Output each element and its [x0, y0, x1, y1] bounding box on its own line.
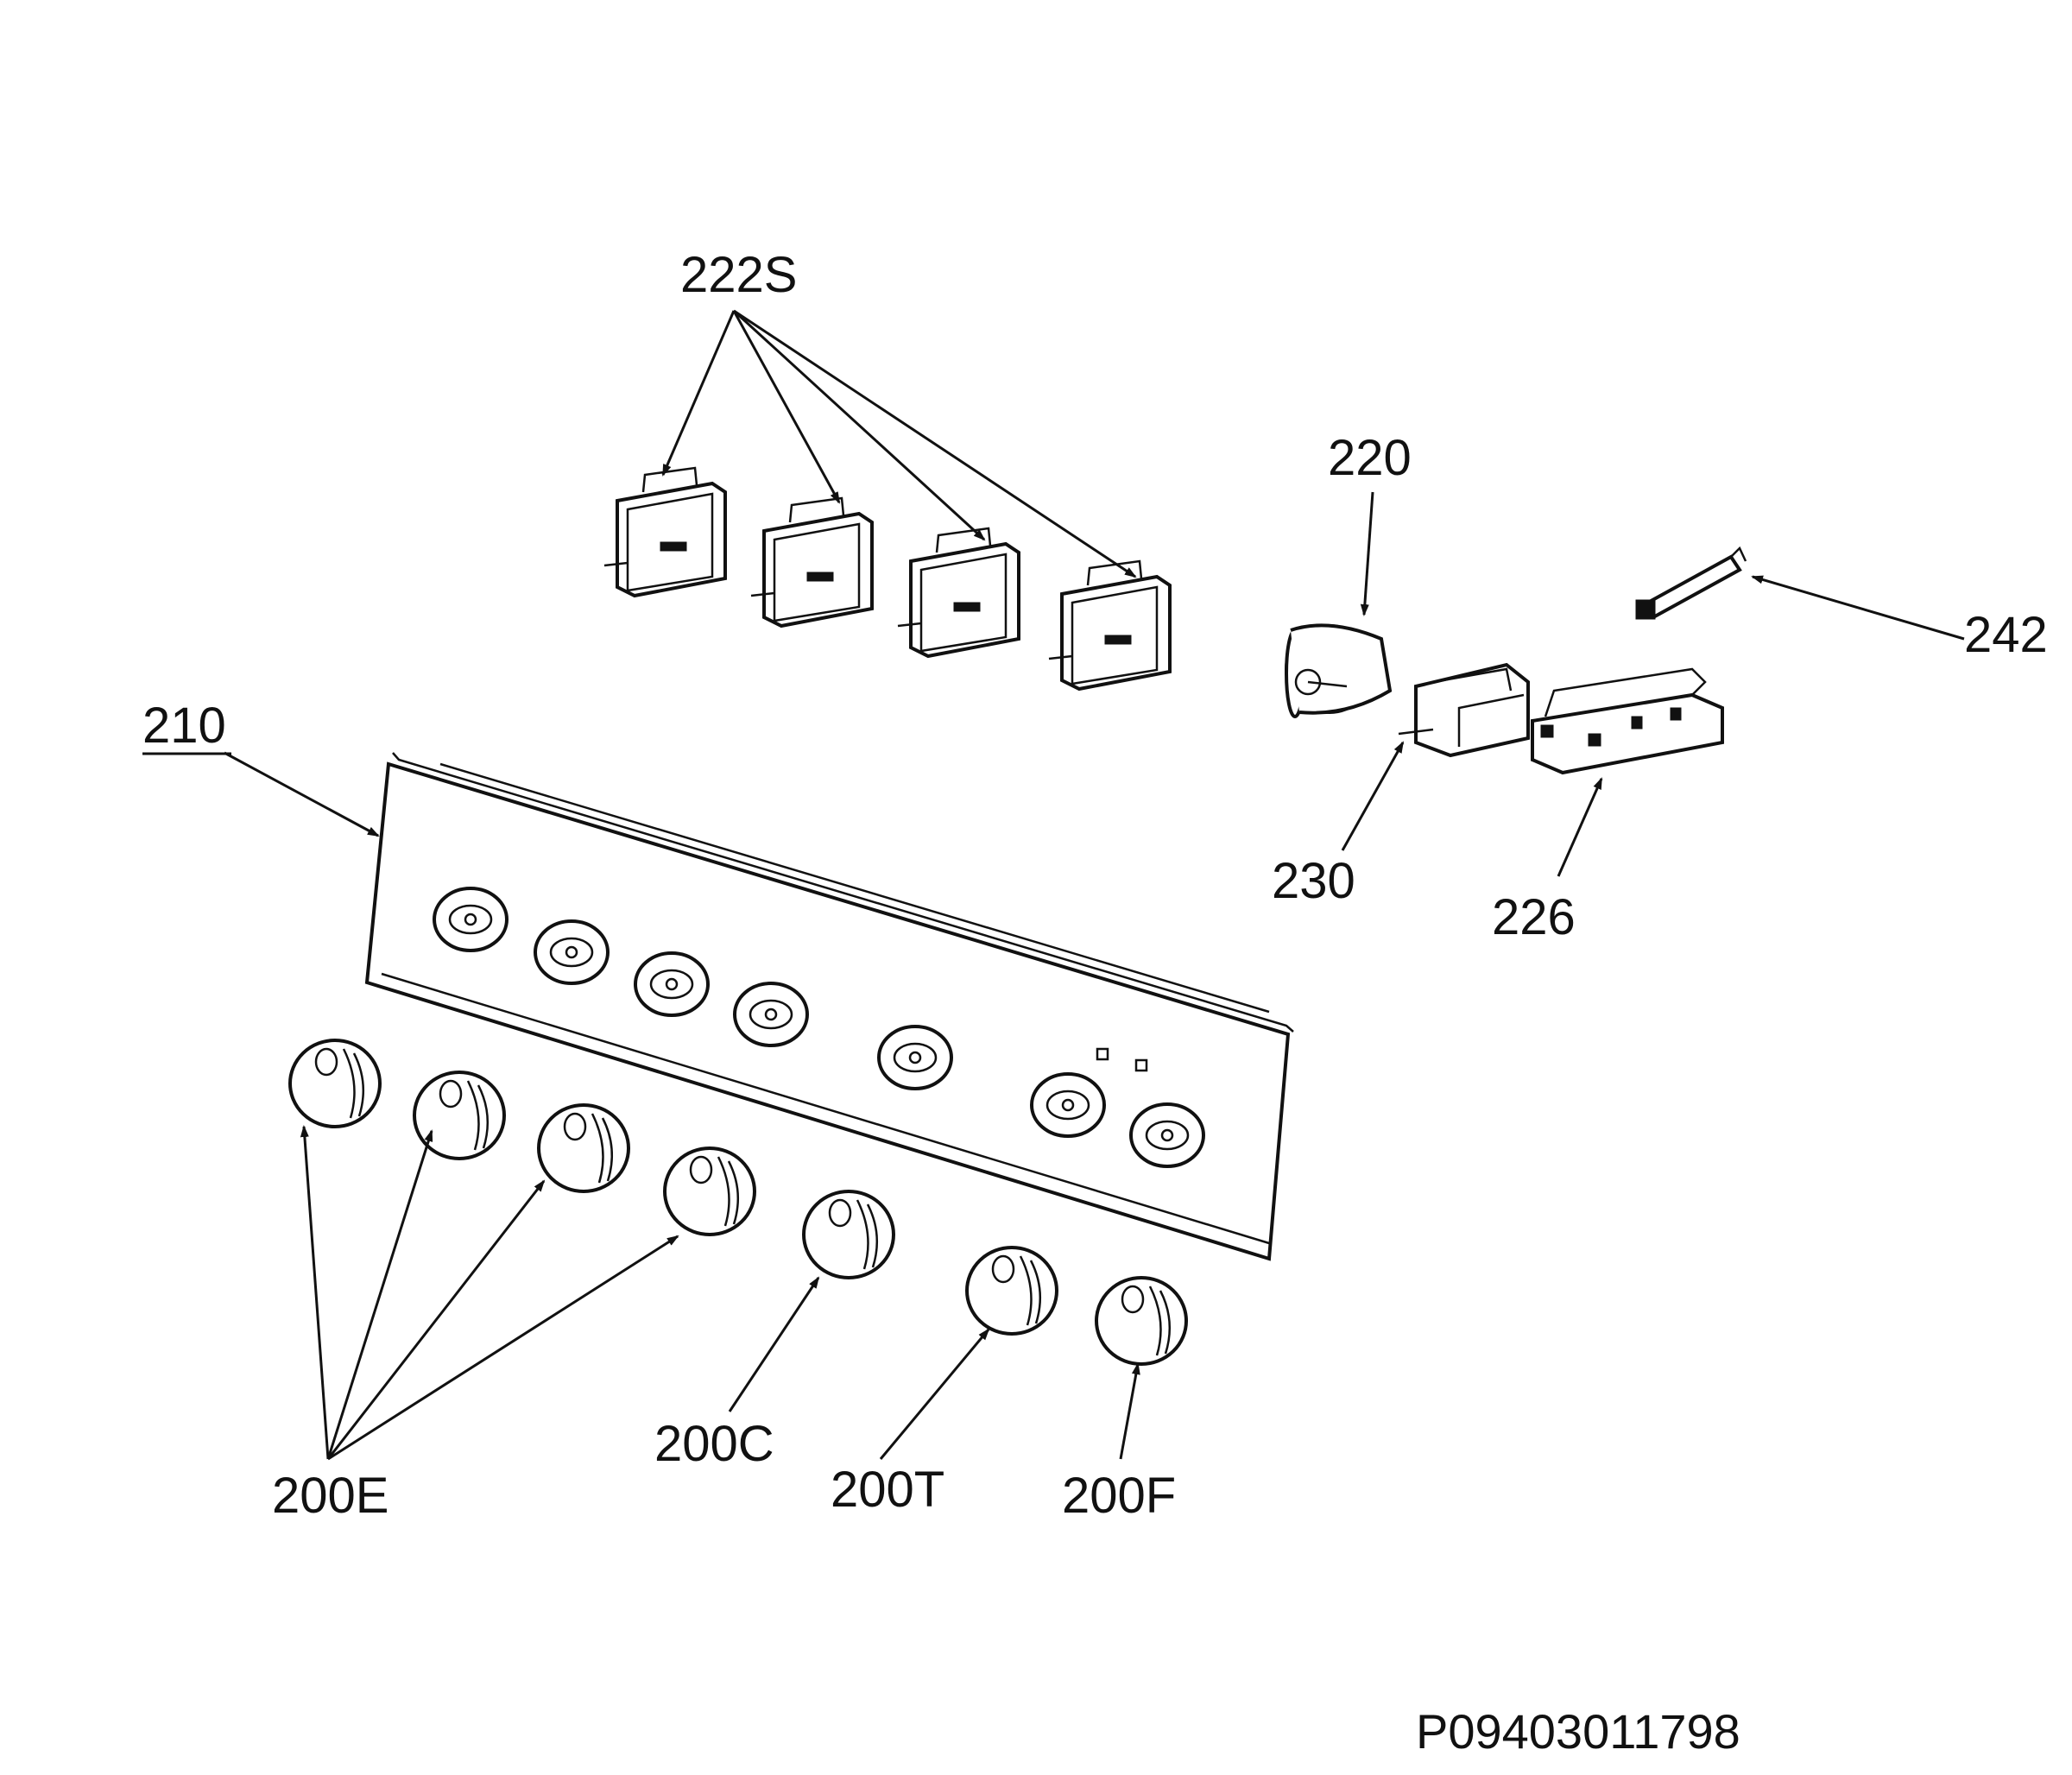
label-knob-t: 200T — [831, 1462, 944, 1518]
knob-group — [288, 1039, 1188, 1366]
sensor-leader-line — [1751, 575, 1965, 641]
label-panel: 210 — [142, 698, 226, 754]
knob-f — [1095, 1276, 1188, 1366]
control-panel-part — [364, 752, 1294, 1261]
knob-e-3 — [537, 1103, 630, 1193]
label-lamp-switch: 230 — [1272, 853, 1355, 909]
knob-e-4 — [663, 1146, 756, 1236]
knob-t — [965, 1246, 1058, 1336]
rotary-switch-2 — [750, 496, 874, 629]
lamp-switch-part — [1398, 662, 1530, 758]
lamp-switch-leader-line — [1341, 741, 1405, 851]
knob-f-leader-line — [1119, 1362, 1140, 1460]
label-knob-e: 200E — [272, 1468, 388, 1524]
knob-c-leader-line — [728, 1276, 820, 1412]
rotary-switch-1 — [603, 466, 727, 598]
label-switches: 222S — [680, 247, 797, 303]
rotary-switch-group — [603, 466, 1172, 692]
timer-leader-line — [1360, 491, 1374, 616]
label-timer: 220 — [1328, 430, 1412, 486]
rotary-switch-4 — [1048, 559, 1172, 692]
knob-t-leader-line — [879, 1328, 990, 1460]
rotary-switch-3 — [897, 527, 1020, 659]
sensor-part — [1635, 546, 1747, 620]
switches-leader-lines — [661, 309, 1137, 578]
drawing-code: P09403011798 — [1416, 1704, 1740, 1759]
label-knob-c: 200C — [654, 1416, 774, 1472]
timer-part — [1285, 623, 1393, 718]
knob-e-2 — [413, 1071, 506, 1160]
label-sensor: 242 — [1964, 607, 2048, 663]
label-terminal-block: 226 — [1492, 889, 1576, 945]
label-knob-f: 200F — [1062, 1468, 1176, 1524]
terminal-block-part — [1531, 667, 1724, 775]
knob-e-1 — [288, 1039, 382, 1128]
terminal-block-leader-line — [1557, 777, 1603, 877]
knob-c — [802, 1190, 895, 1279]
panel-leader-line — [224, 751, 380, 837]
knob-e-leader-lines — [300, 1125, 679, 1461]
panel-knob-holes — [433, 887, 1205, 1168]
